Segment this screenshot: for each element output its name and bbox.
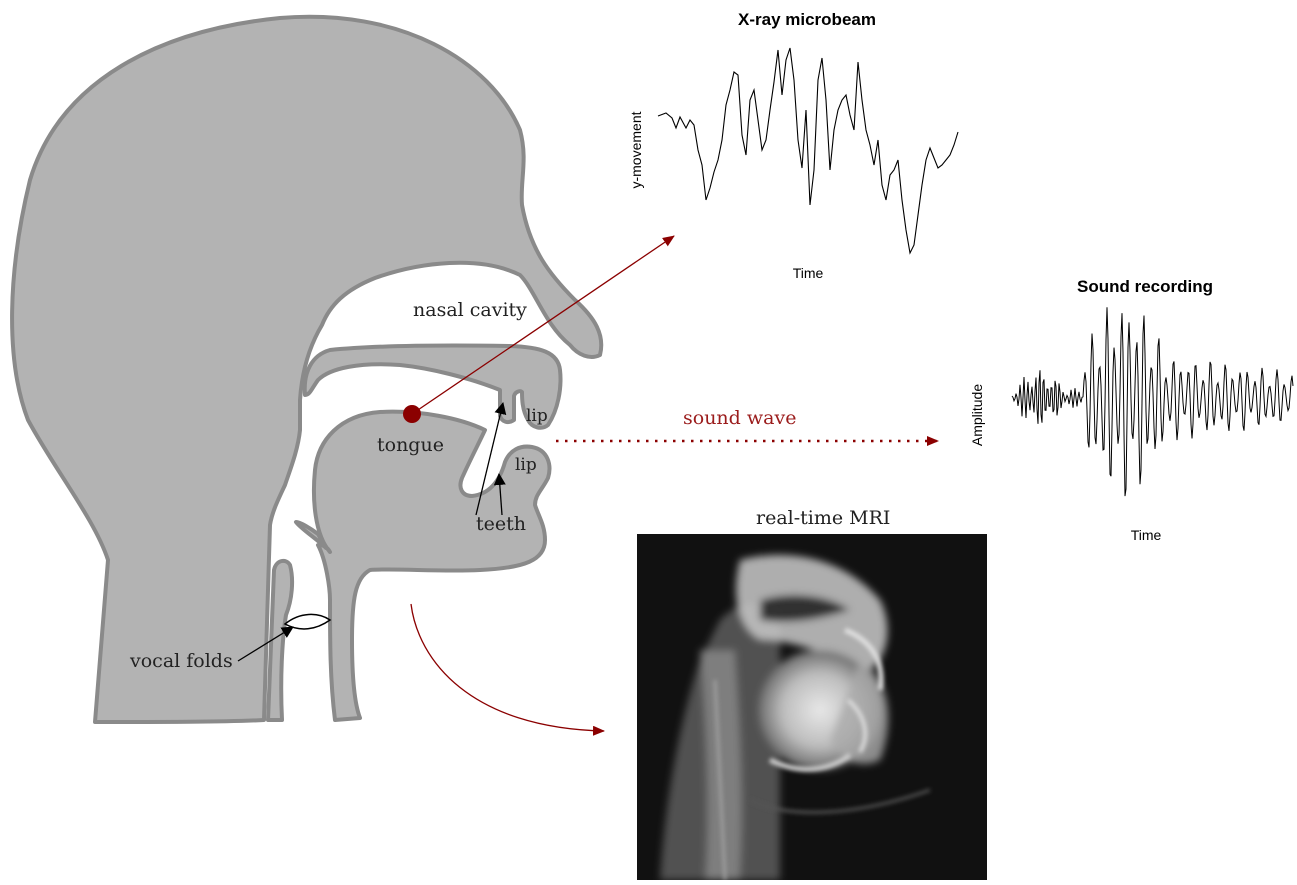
xray-xlabel: Time	[793, 265, 824, 281]
xray-ylabel: y-movement	[628, 111, 644, 188]
sound-ylabel: Amplitude	[969, 384, 985, 446]
vocal-folds-shape	[285, 614, 330, 629]
xray-title: X-ray microbeam	[738, 10, 876, 29]
teeth-label: teeth	[476, 513, 526, 535]
sound-wave-label: sound wave	[683, 407, 796, 429]
lower-lip-label: lip	[515, 455, 537, 475]
xray-trace	[658, 48, 958, 253]
xray-panel: X-ray microbeam y-movement Time	[628, 10, 958, 281]
mri-label: real-time MRI	[756, 507, 890, 529]
sound-panel: Sound recording Amplitude Time	[969, 277, 1293, 543]
mri-image	[637, 534, 987, 880]
vocal-folds-label: vocal folds	[129, 650, 233, 672]
sound-waveform	[1012, 307, 1293, 496]
mri-arrow	[411, 604, 604, 731]
nasal-cavity-label: nasal cavity	[413, 299, 527, 321]
upper-lip-label: lip	[526, 406, 548, 426]
sound-xlabel: Time	[1131, 527, 1162, 543]
sound-title: Sound recording	[1077, 277, 1213, 296]
tongue-label: tongue	[377, 434, 444, 456]
head-anatomy	[12, 17, 601, 722]
